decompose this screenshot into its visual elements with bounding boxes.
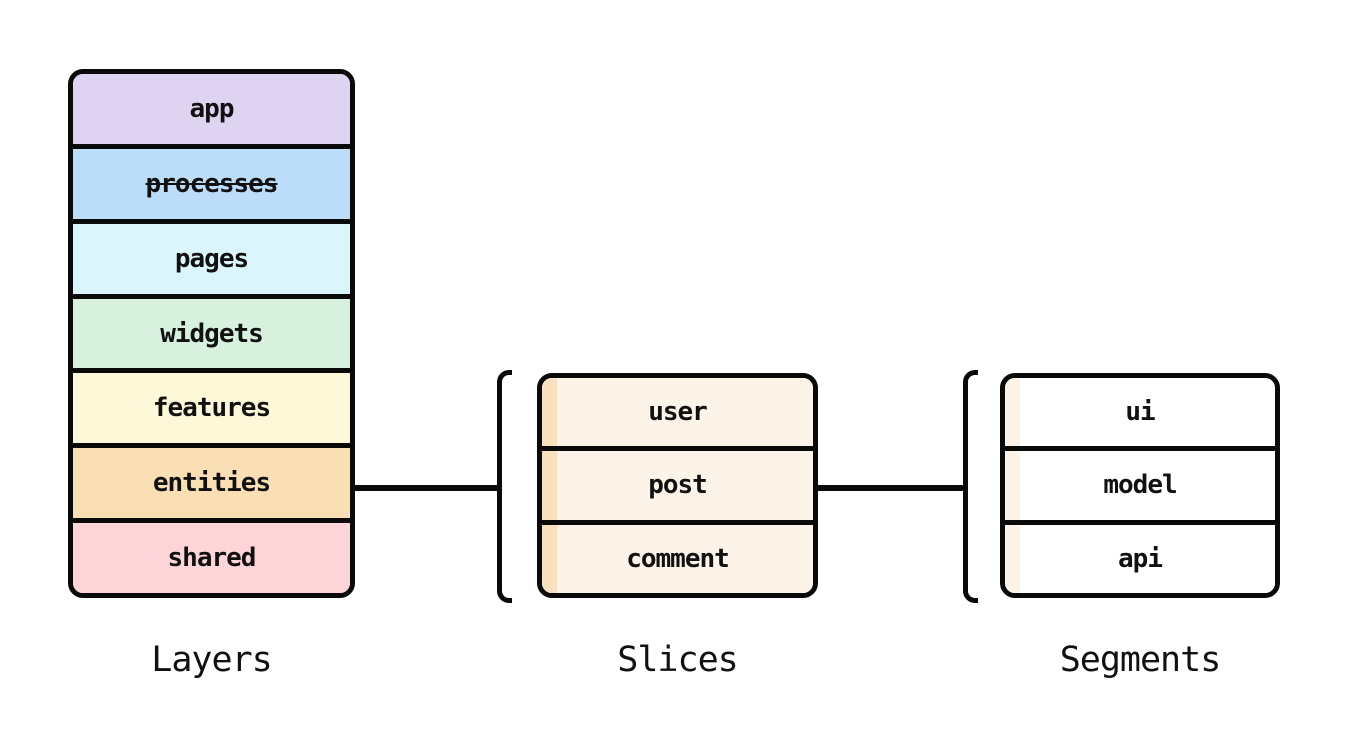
slice-stripe — [542, 451, 557, 520]
layer-row-entities: entities — [73, 443, 350, 519]
layer-label-features: features — [152, 393, 271, 424]
layers-stack: app processes pages widgets features ent… — [68, 69, 355, 598]
slice-label-comment: comment — [626, 543, 730, 574]
slices-group-label: Slices — [617, 640, 738, 680]
layer-label-app: app — [189, 93, 235, 124]
layer-label-pages: pages — [174, 243, 249, 274]
layer-label-widgets: widgets — [160, 318, 264, 349]
segment-label-ui: ui — [1125, 397, 1155, 428]
layer-label-shared: shared — [167, 543, 257, 574]
segments-bracket — [963, 370, 978, 603]
segment-stripe — [1005, 378, 1020, 447]
slice-label-user: user — [648, 397, 708, 428]
layer-row-shared: shared — [73, 518, 350, 593]
slices-bracket — [497, 370, 512, 603]
layer-label-entities: entities — [152, 468, 271, 499]
slice-row-post: post — [542, 446, 813, 520]
segments-stack: ui model api — [1000, 373, 1280, 598]
segment-stripe — [1005, 524, 1020, 593]
segment-label-api: api — [1118, 543, 1163, 574]
slice-row-comment: comment — [542, 519, 813, 593]
connector-layers-to-slices — [352, 485, 500, 491]
segment-row-model: model — [1005, 446, 1275, 520]
slices-stack: user post comment — [537, 373, 818, 598]
connector-slices-to-segments — [814, 485, 966, 491]
segment-stripe — [1005, 451, 1020, 520]
slice-row-user: user — [542, 378, 813, 447]
layer-label-processes: processes — [145, 168, 279, 199]
layer-row-widgets: widgets — [73, 293, 350, 369]
layer-row-processes: processes — [73, 143, 350, 219]
segment-row-api: api — [1005, 519, 1275, 593]
segment-label-model: model — [1103, 470, 1177, 501]
layer-row-features: features — [73, 368, 350, 444]
layer-row-app: app — [73, 74, 350, 144]
segment-row-ui: ui — [1005, 378, 1275, 447]
slice-stripe — [542, 524, 557, 593]
layer-row-pages: pages — [73, 218, 350, 294]
slice-stripe — [542, 378, 557, 447]
segments-group-label: Segments — [1059, 640, 1222, 680]
slice-label-post: post — [648, 470, 708, 501]
layers-group-label: Layers — [151, 640, 272, 680]
